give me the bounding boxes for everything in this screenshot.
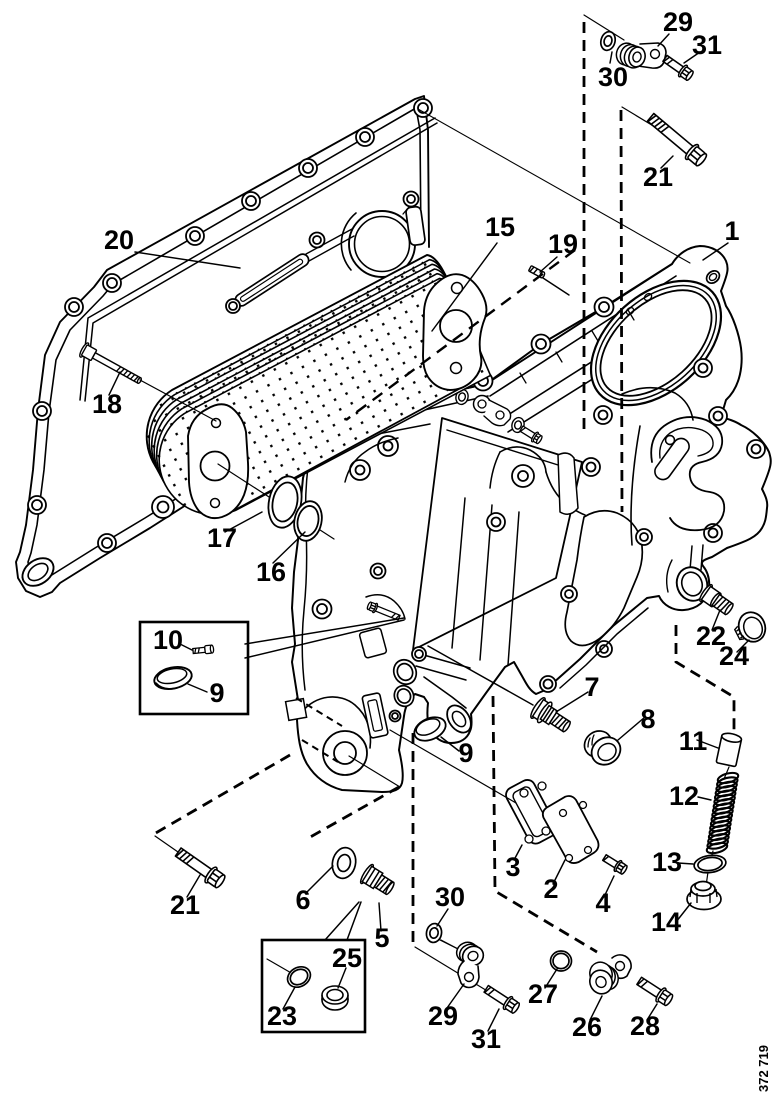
svg-text:17: 17 <box>207 523 237 553</box>
svg-text:31: 31 <box>692 30 722 60</box>
svg-text:15: 15 <box>485 212 515 242</box>
svg-text:2: 2 <box>543 874 558 904</box>
svg-text:13: 13 <box>652 847 682 877</box>
svg-text:10: 10 <box>153 625 183 655</box>
svg-text:25: 25 <box>332 943 362 973</box>
svg-text:30: 30 <box>598 62 628 92</box>
svg-text:30: 30 <box>435 882 465 912</box>
svg-text:6: 6 <box>295 885 310 915</box>
svg-text:3: 3 <box>505 852 520 882</box>
svg-text:14: 14 <box>651 907 681 937</box>
svg-text:26: 26 <box>572 1012 602 1042</box>
svg-text:29: 29 <box>428 1001 458 1031</box>
svg-text:18: 18 <box>92 389 122 419</box>
svg-text:9: 9 <box>209 678 224 708</box>
svg-text:22: 22 <box>696 621 726 651</box>
svg-text:28: 28 <box>630 1011 660 1041</box>
svg-text:5: 5 <box>374 923 389 953</box>
svg-text:27: 27 <box>528 979 558 1009</box>
svg-text:21: 21 <box>643 162 673 192</box>
svg-text:20: 20 <box>104 225 134 255</box>
svg-text:29: 29 <box>663 7 693 37</box>
svg-text:21: 21 <box>170 890 200 920</box>
svg-text:8: 8 <box>640 704 655 734</box>
svg-text:9: 9 <box>458 738 473 768</box>
svg-text:23: 23 <box>267 1001 297 1031</box>
svg-text:11: 11 <box>679 726 708 756</box>
svg-text:7: 7 <box>584 672 599 702</box>
svg-text:12: 12 <box>669 781 699 811</box>
svg-text:372 719: 372 719 <box>756 1045 771 1092</box>
svg-text:4: 4 <box>595 888 610 918</box>
svg-text:19: 19 <box>548 229 578 259</box>
svg-text:1: 1 <box>724 216 739 246</box>
svg-text:31: 31 <box>471 1024 501 1054</box>
svg-text:24: 24 <box>719 641 749 671</box>
svg-text:16: 16 <box>256 557 286 587</box>
